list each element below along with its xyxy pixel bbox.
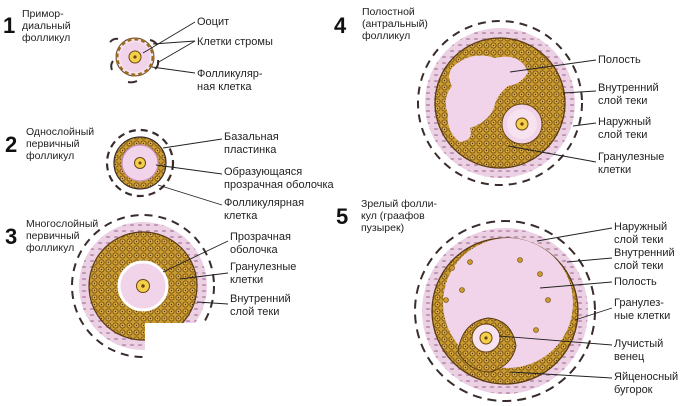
primary-follicle — [105, 128, 175, 198]
label-stroma-cells: Клетки стромы — [197, 36, 273, 48]
label-follicular-cell: ная клетка — [197, 81, 252, 93]
primordial-follicle — [109, 37, 160, 84]
label-cumulus-oophorus: Яйценосный — [614, 371, 678, 383]
stage-number: 3 — [5, 224, 17, 249]
label-basal-lamina: пластинка — [224, 144, 277, 156]
label-theca-interna: слой теки — [614, 260, 663, 272]
label-corona-radiata: венец — [614, 351, 645, 363]
mature-follicle — [414, 220, 596, 402]
label-granulosa-cells: Гранулезные — [230, 261, 296, 273]
label-forming-zona: прозрачная оболочка — [224, 179, 335, 191]
label-granulosa-cells: ные клетки — [614, 310, 670, 322]
label-theca-interna: Внутренний — [598, 82, 659, 94]
label-zona-pellucida: Прозрачная — [230, 231, 291, 243]
stage-caption-line: Полостной — [362, 6, 415, 18]
stage-caption-line: Однослойный — [26, 126, 94, 138]
label-theca-interna: Внутренний — [614, 247, 675, 259]
label-antrum: Полость — [614, 276, 657, 288]
label-theca-externa: слой теки — [598, 129, 647, 141]
label-granulosa-cells: Гранулез- — [614, 297, 664, 309]
label-follicular-cell: Фолликуляр- — [197, 68, 263, 80]
label-theca-interna: слой теки — [230, 306, 279, 318]
stage-number: 1 — [3, 13, 15, 38]
stage-caption-line: фолликул — [362, 30, 410, 42]
stage-caption-line: Многослойный — [26, 218, 98, 230]
image-mask — [145, 323, 205, 406]
stage-number: 2 — [5, 132, 17, 157]
label-theca-interna: слой теки — [598, 95, 647, 107]
stage-number: 5 — [336, 204, 348, 229]
label-corona-radiata: Лучистый — [614, 338, 663, 350]
label-granulosa-cells: клетки — [230, 274, 263, 286]
label-theca-externa: Наружный — [598, 116, 651, 128]
stage-caption-line: (антральный) — [362, 18, 428, 30]
stage-5: 5 Зрелый фолли- кул (граафов пузырек) — [336, 198, 678, 402]
stage-caption-line: Зрелый фолли- — [361, 198, 437, 210]
label-granulosa-cells: клетки — [598, 164, 631, 176]
stage-3: 3 Многослойный первичный фолликул Прозра… — [5, 214, 296, 406]
stage-caption-line: пузырек) — [361, 222, 404, 234]
label-follicular-cell: клетка — [224, 210, 258, 222]
label-granulosa-cells: Гранулезные — [598, 151, 664, 163]
label-theca-interna: Внутренний — [230, 293, 291, 305]
label-basal-lamina: Базальная — [224, 131, 279, 143]
antrum-cavity — [445, 55, 528, 142]
label-theca-externa: слой теки — [614, 234, 663, 246]
stage-2: 2 Однослойный первичный фолликул Базальн… — [5, 126, 335, 222]
stage-caption-line: фолликул — [26, 242, 74, 254]
label-follicular-cell: Фолликулярная — [224, 197, 304, 209]
stage-caption-line: Примор- — [22, 8, 64, 20]
label-zona-pellucida: оболочка — [230, 244, 278, 256]
stage-4: 4 Полостной (антральный) фолликул Полост… — [334, 6, 664, 186]
stage-caption-line: диальный — [22, 20, 71, 32]
stage-caption-line: фолликул — [22, 32, 70, 44]
stage-caption-line: первичный — [26, 230, 80, 242]
secondary-follicle — [71, 214, 215, 358]
label-cumulus-oophorus: бугорок — [614, 384, 653, 396]
label-forming-zona: Образующаяся — [224, 166, 302, 178]
stage-caption-line: первичный — [26, 138, 80, 150]
label-antrum: Полость — [598, 54, 641, 66]
stage-1: 1 Примор- диальный фолликул Ооцит Клетки… — [3, 8, 273, 93]
stage-caption-line: кул (граафов — [361, 210, 425, 222]
stage-number: 4 — [334, 13, 347, 38]
antral-follicle — [417, 20, 583, 186]
label-theca-externa: Наружный — [614, 221, 667, 233]
label-oocyte: Ооцит — [197, 16, 229, 28]
stage-caption-line: фолликул — [26, 150, 74, 162]
